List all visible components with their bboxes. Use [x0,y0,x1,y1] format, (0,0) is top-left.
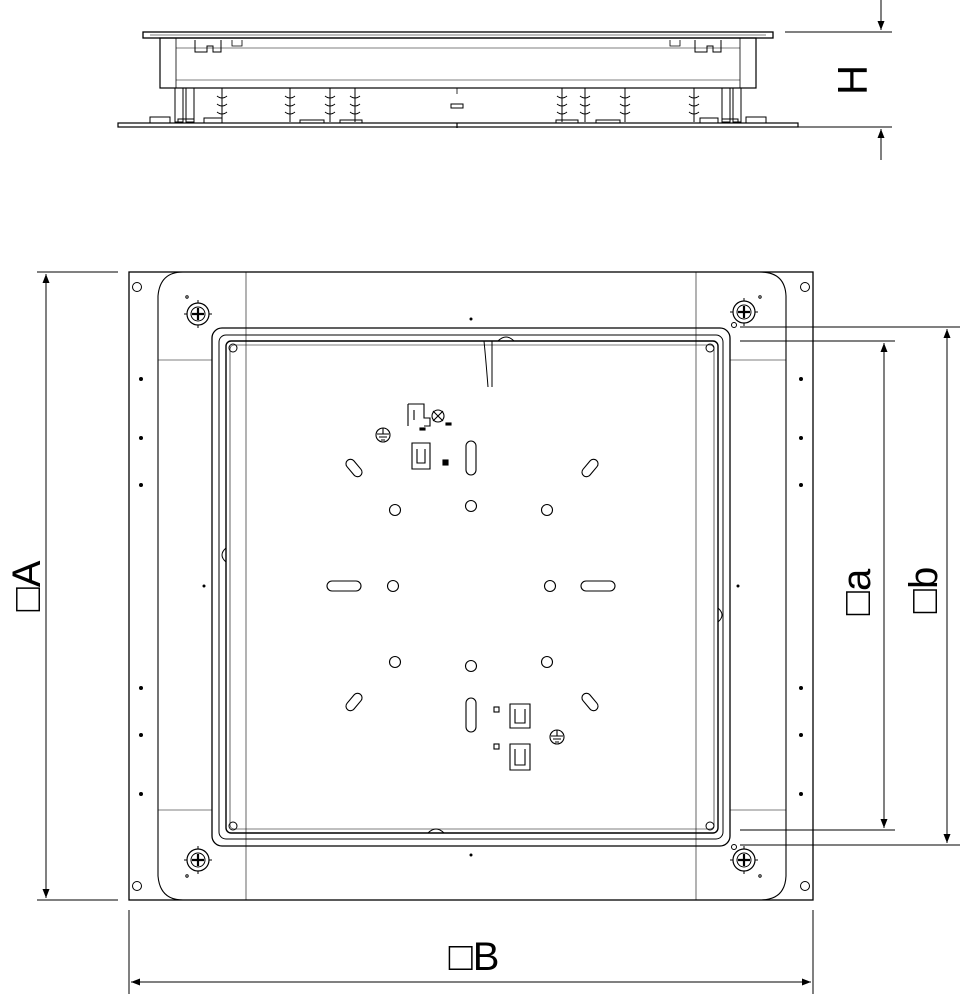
inner-frame-outer [211,327,731,847]
base-plate [128,271,814,901]
plate-pattern [326,440,616,733]
height-dimension [785,0,892,160]
inner-frame-inner [218,334,724,840]
cover-plate [225,340,719,834]
dimension-B [128,910,814,994]
dimension-a [740,340,895,831]
frame-outline [157,271,787,901]
edge-pins [139,317,803,857]
dimension-B-label: □B [449,935,500,979]
leveling-screws [182,295,762,878]
base-mounting-holes [132,282,810,891]
top-view [128,271,814,901]
dimension-a-label: □a [835,568,879,615]
height-label: H [829,65,876,95]
dimension-b [740,326,960,846]
dimension-A-label: □A [5,560,49,611]
terminal-blocks [407,403,531,771]
earth-symbols [375,427,565,745]
side-view [117,31,799,128]
dimension-b-label: □b [902,567,946,613]
dimension-A [37,271,118,901]
